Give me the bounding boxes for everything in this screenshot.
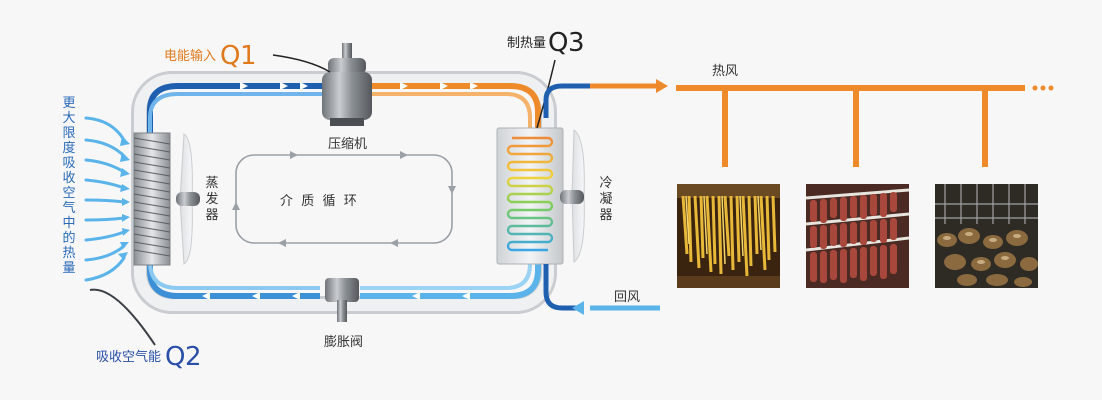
q1-text: Q1 [220, 41, 257, 71]
pointer-q1 [272, 54, 331, 73]
evaporator-fan [176, 133, 200, 265]
return-air-label: 回风 [614, 290, 641, 305]
heat-output-label: 制热量Q3 [507, 28, 585, 58]
compressor-unit [322, 43, 372, 126]
compressor-label: 压缩机 [328, 137, 368, 152]
left-vertical-caption: 更大限度吸收空气中的热量 [62, 96, 76, 276]
medium-cycle-loop [235, 154, 453, 244]
medium-cycle-label: 介 质 循 环 [280, 194, 357, 209]
q3-text: Q3 [548, 28, 585, 58]
electric-input-text: 电能输入 [164, 49, 217, 64]
expansion-valve-unit [325, 278, 359, 322]
pointer-q2 [89, 288, 156, 346]
photo-tobacco [677, 184, 780, 288]
evaporator-coil [133, 132, 171, 266]
photo-sausages [806, 184, 909, 288]
evaporator-label: 蒸发器 [205, 176, 219, 223]
hot-air-duct [543, 79, 1054, 167]
photo-mushrooms [935, 184, 1038, 288]
heat-output-text: 制热量 [507, 36, 547, 51]
condenser-coil [496, 127, 564, 265]
hot-air-label: 热风 [712, 64, 739, 79]
incoming-air-arrows [84, 116, 126, 282]
air-energy-text: 吸收空气能 [96, 350, 162, 365]
condenser-label: 冷凝器 [599, 176, 613, 223]
q2-text: Q2 [165, 342, 202, 372]
pipe-top-orange [360, 83, 541, 130]
expansion-valve-label: 膨胀阀 [324, 335, 364, 350]
return-air-duct [543, 264, 660, 315]
condenser-fan [560, 129, 585, 263]
